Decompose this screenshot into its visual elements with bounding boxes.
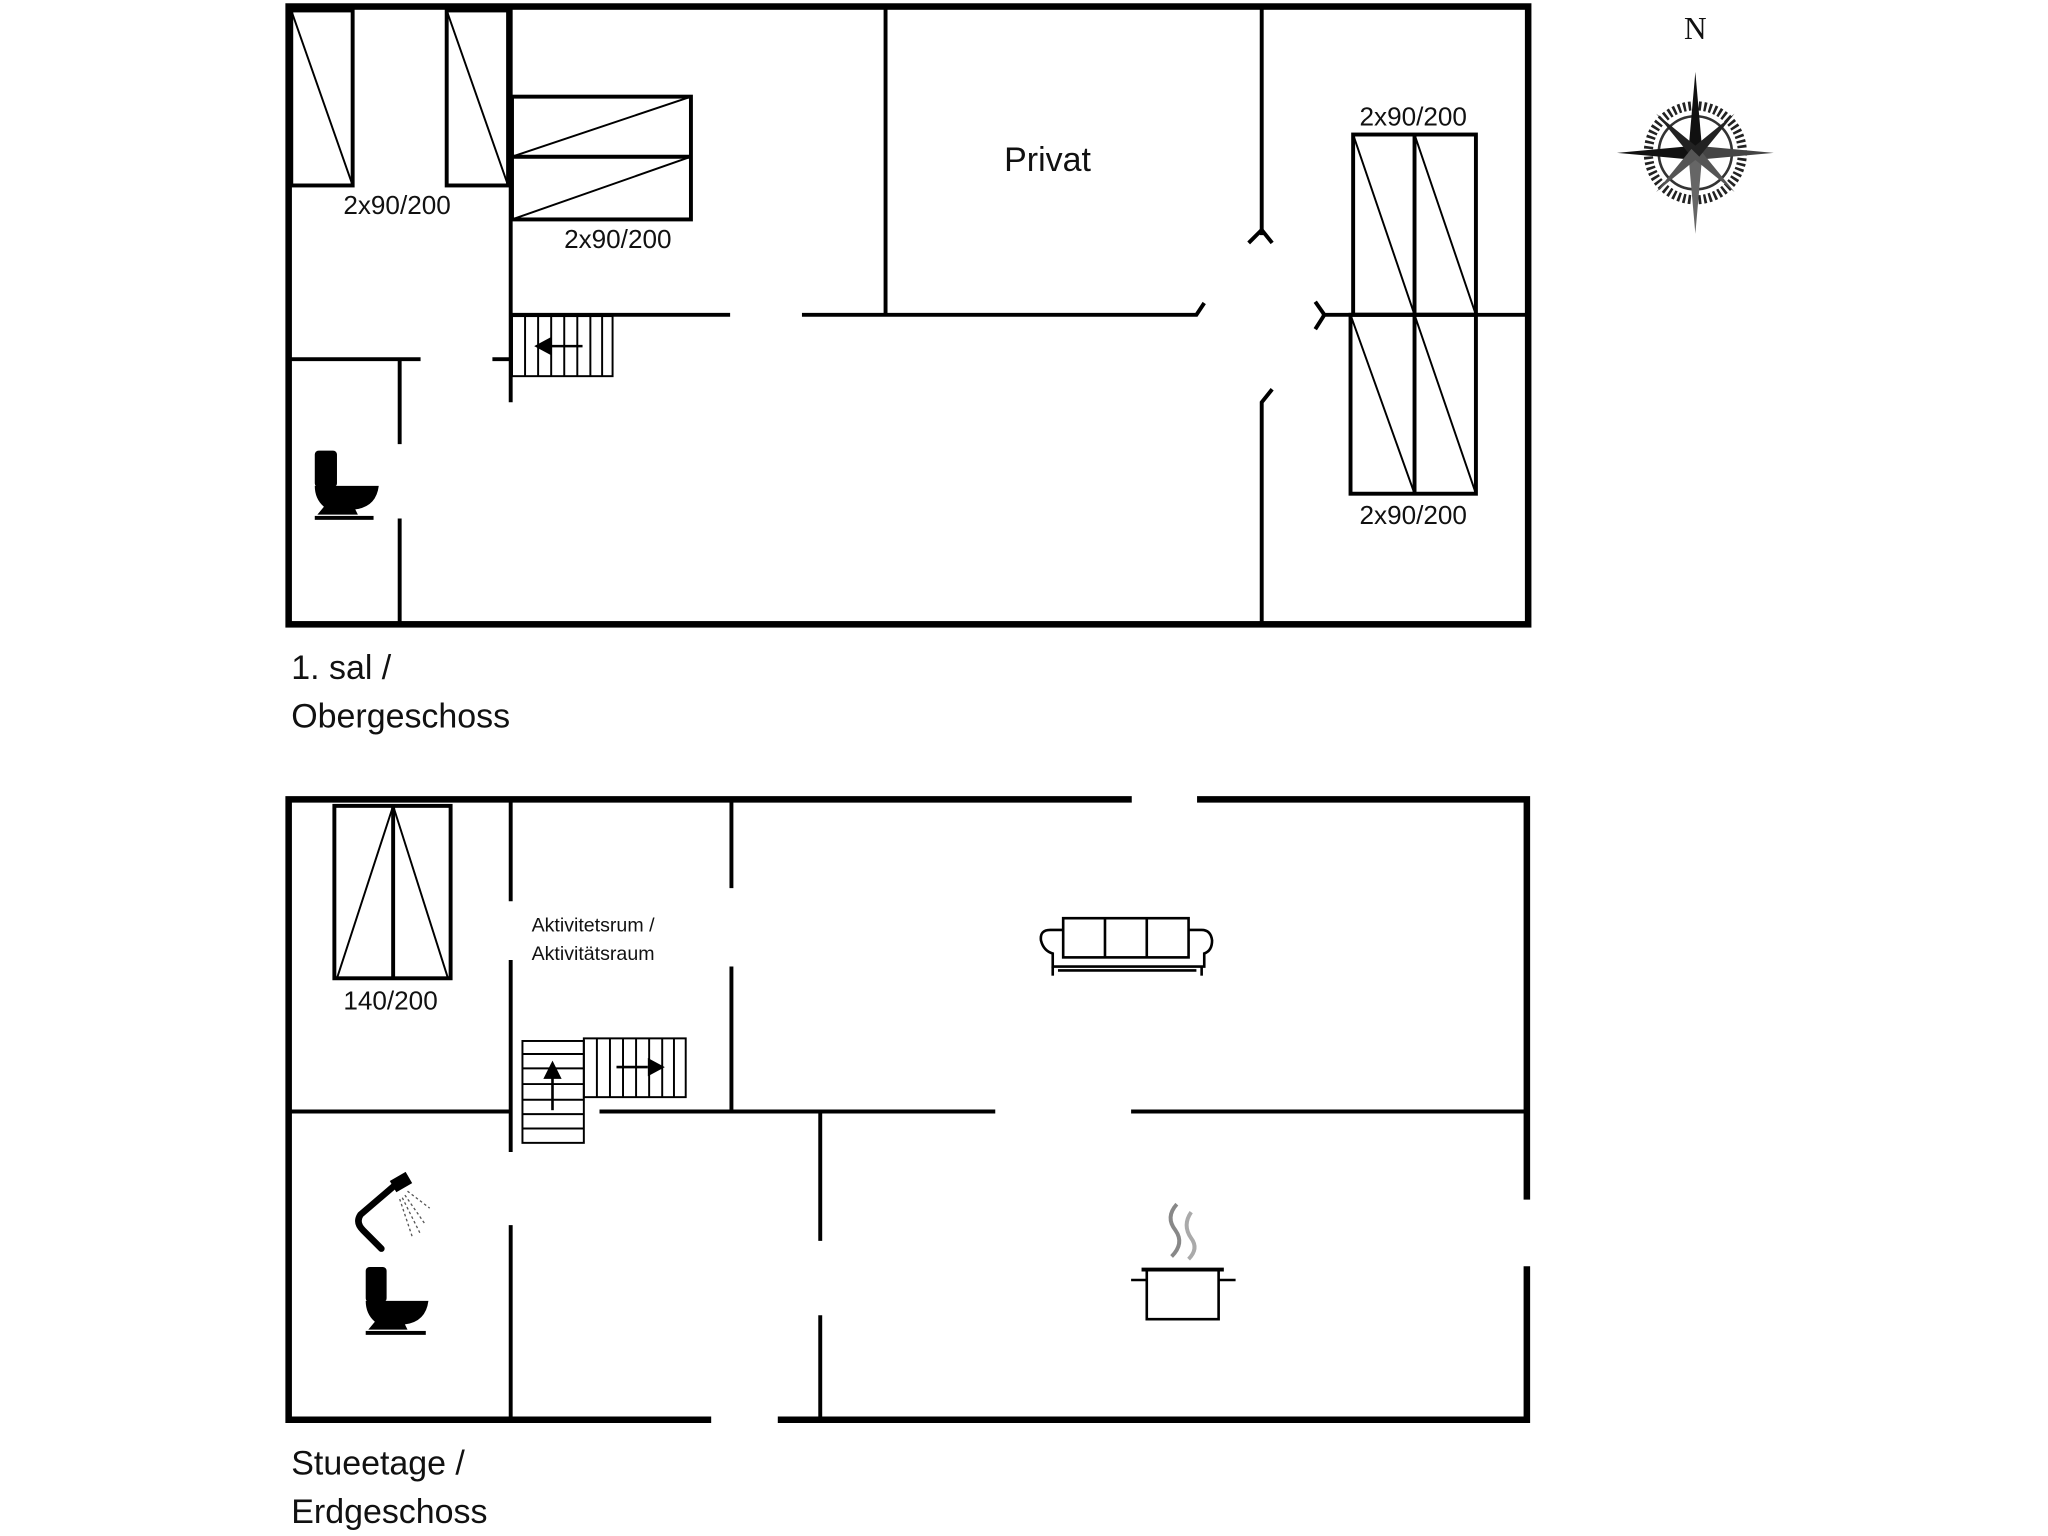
bed-label: 2x90/200 <box>1360 101 1467 131</box>
floor-title: Erdgeschoss <box>291 1493 487 1531</box>
sofa-icon <box>1039 916 1214 976</box>
bed-icon <box>1351 132 1478 317</box>
shower-icon <box>355 1171 431 1252</box>
ground-floor-plan: 140/200 Aktivitetsrum / Aktivitätsraum <box>285 796 1531 1424</box>
room-label-activity: Aktivitetsrum / <box>532 914 655 936</box>
arrow-up-icon <box>543 1060 562 1079</box>
room-label-activity: Aktivitätsraum <box>532 943 655 965</box>
arrow-right-icon <box>647 1057 665 1077</box>
bed-label: 2x90/200 <box>564 224 671 254</box>
floor-title: Stueetage / <box>291 1445 465 1483</box>
upper-inner-walls <box>291 6 1529 625</box>
bed-icon <box>1348 312 1478 496</box>
compass-rose-icon <box>1616 71 1774 234</box>
bed-icon <box>510 94 693 222</box>
stairs-icon <box>582 1037 687 1099</box>
bed-label: 2x90/200 <box>1360 500 1467 530</box>
floor-title: Obergeschoss <box>291 698 510 736</box>
toilet-icon <box>314 450 379 520</box>
bed-label: 2x90/200 <box>343 190 450 220</box>
bed-icon <box>444 8 511 188</box>
bed-icon <box>332 803 453 981</box>
ground-outer-wall <box>285 796 1531 1424</box>
arrow-left-icon <box>534 336 552 356</box>
ground-inner-walls <box>291 799 1525 1420</box>
toilet-icon <box>365 1266 429 1335</box>
north-label: N <box>1684 11 1707 46</box>
cooking-pot-icon <box>1131 1202 1236 1321</box>
room-label-private: Privat <box>1004 141 1091 179</box>
bed-icon <box>289 8 355 188</box>
upper-floor-plan: 2x90/200 2x90/200 2x90/200 2x90/200 Priv… <box>285 3 1532 628</box>
bed-label: 140/200 <box>343 986 437 1016</box>
stairs-icon <box>521 1040 585 1144</box>
stairs-icon <box>511 315 614 378</box>
floor-title: 1. sal / <box>291 649 392 687</box>
